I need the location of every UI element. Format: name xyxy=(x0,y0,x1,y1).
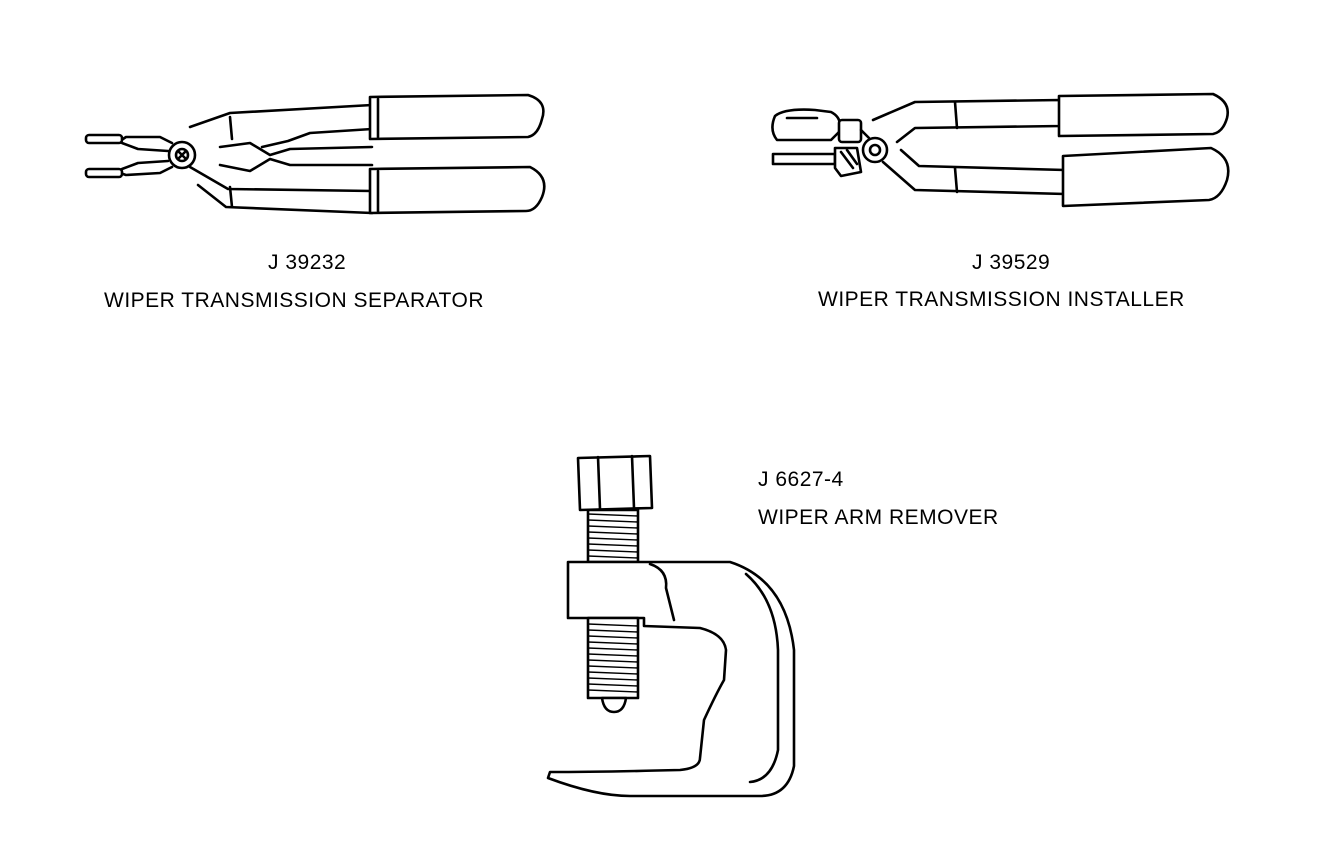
tool-1-part-number: J 39232 xyxy=(268,251,347,274)
tool-2-part-number: J 39529 xyxy=(972,251,1051,274)
tool-1-name: WIPER TRANSMISSION SEPARATOR xyxy=(104,289,485,312)
tool-3-part-number: J 6627-4 xyxy=(758,468,844,491)
installer-pliers-illustration xyxy=(771,92,1230,208)
arm-remover-illustration xyxy=(546,454,796,798)
separator-pliers-illustration xyxy=(84,93,546,215)
tool-2-name: WIPER TRANSMISSION INSTALLER xyxy=(818,288,1185,311)
tool-3-name: WIPER ARM REMOVER xyxy=(758,506,999,529)
